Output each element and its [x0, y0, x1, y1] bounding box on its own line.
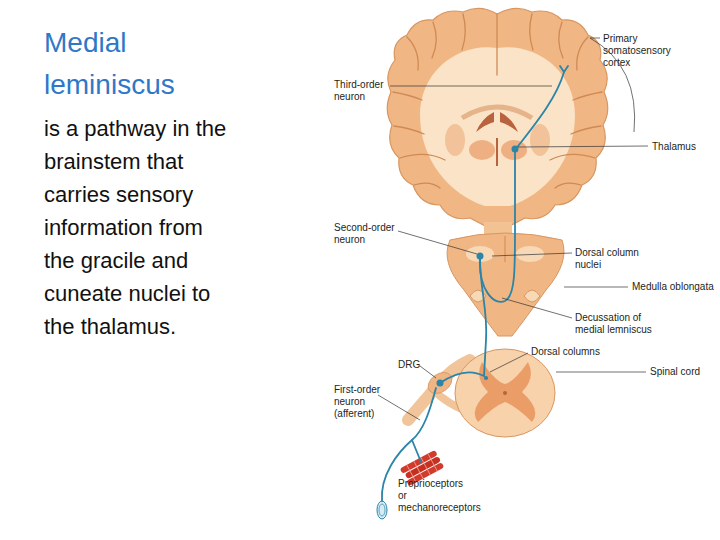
sulcus: [414, 183, 440, 188]
thalamus-shape: [501, 140, 527, 160]
structure-label: Dorsal columns: [531, 346, 600, 358]
structure-label: Decussation of medial lemniscus: [575, 312, 659, 336]
body-text: is a pathway in the brainstem that carri…: [44, 112, 236, 343]
medial-fissure: [496, 14, 497, 75]
lateral-sulcus: [400, 154, 445, 160]
structure-label: Medulla oblongata: [632, 281, 714, 293]
leader-line: [518, 146, 648, 147]
structure-label: Dorsal column nuclei: [575, 247, 647, 271]
structure-label: DRG: [398, 359, 420, 371]
leader-line: [502, 298, 572, 318]
leader-line: [390, 86, 552, 87]
olive: [524, 290, 540, 302]
lateral-sulcus: [550, 154, 595, 160]
cell-body: [437, 380, 444, 387]
structure-label: Primary somatosensory cortex: [603, 33, 675, 69]
lateral-ventricle: [476, 112, 494, 132]
sulcus: [573, 92, 602, 100]
corpus-callosum: [462, 107, 532, 118]
sulcus: [577, 37, 588, 70]
neuron-pathway: [382, 66, 568, 501]
sulcus: [407, 37, 418, 70]
second-order-axon: [480, 150, 515, 302]
leader-line: [556, 372, 646, 373]
structure-label: Thalamus: [652, 141, 696, 153]
sulcus: [432, 22, 436, 58]
leader-line: [420, 366, 436, 378]
third-order-axon: [515, 72, 564, 150]
central-canal: [503, 391, 507, 395]
sulcus: [530, 14, 533, 50]
thalamus-shape: [469, 140, 495, 160]
receptor-label: Proprioceptors or mechanoreceptors: [398, 478, 466, 514]
lateral-ventricle: [500, 112, 518, 132]
third-ventricle: [496, 138, 498, 166]
slide-title: Medial leminiscus: [44, 22, 244, 106]
mechanoreceptor-layer: [379, 504, 385, 516]
brain-cortex: [387, 8, 608, 226]
basal-ganglia: [445, 124, 465, 156]
medulla-fissure: [505, 236, 506, 262]
leader-line: [398, 231, 477, 254]
synapse: [484, 376, 488, 380]
sulcus: [571, 126, 601, 134]
sulci: [393, 14, 602, 188]
leader-line: [378, 395, 420, 420]
leader-line: [490, 353, 528, 372]
sulcus: [555, 183, 581, 188]
first-order-axon: [440, 258, 486, 383]
medulla-section: [447, 233, 564, 336]
structure-label: Spinal cord: [650, 366, 700, 378]
mechanoreceptor: [377, 501, 387, 519]
sulcus: [394, 126, 424, 134]
axon-terminal: [560, 66, 568, 72]
neuron-label: Second-order neuron: [334, 222, 400, 246]
sulcus: [462, 14, 465, 50]
neuron-label: Third-order neuron: [334, 79, 392, 103]
spinal-cord-section: [455, 349, 555, 437]
sulcus: [393, 92, 422, 100]
first-order-branch: [412, 440, 421, 462]
leader-line: [492, 253, 572, 256]
basal-ganglia: [530, 124, 550, 156]
leader-lines: [378, 38, 648, 420]
leader-line: [564, 287, 628, 288]
sulcus: [559, 22, 563, 58]
cell-body: [512, 146, 519, 153]
cell-body: [477, 253, 484, 260]
neuron-label: First-order neuron (afferent): [334, 384, 386, 420]
